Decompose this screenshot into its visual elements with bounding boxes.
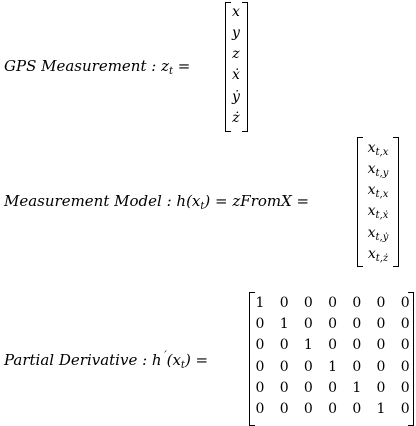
matrix-cell: 0 — [328, 379, 338, 396]
matrix-cell: 0 — [279, 337, 289, 354]
measurement-model-equation: Measurement Model : h(xt) = zFromX = — [4, 193, 309, 215]
matrix-cell: 0 — [376, 316, 386, 333]
gps-measurement-label: GPS Measurement : — [4, 57, 162, 75]
model-vector-entry: xt,x — [367, 182, 389, 200]
derivative-equals: ) = — [184, 351, 209, 369]
gps-vector-entry: z — [232, 46, 240, 62]
matrix-cell: 0 — [279, 295, 289, 311]
model-x-subscript: t — [200, 201, 205, 212]
partial-derivative-label: Partial Derivative : — [4, 351, 152, 369]
matrix-cell: 0 — [328, 316, 338, 333]
model-vector: xt,x xt,y xt,x xt,ẋ xt,ẏ xt,ż — [360, 137, 396, 265]
model-vector-entry: xt,x — [367, 140, 389, 158]
matrix-cell: 1 — [328, 358, 338, 375]
derivative-prime: ´ — [161, 351, 167, 362]
matrix-cell: 0 — [255, 379, 265, 396]
gps-vector-entry: ẋ — [232, 67, 240, 83]
matrix-cell: 0 — [376, 379, 386, 396]
model-vector-entry: xt,ẏ — [367, 225, 389, 243]
matrix-cell: 1 — [376, 401, 386, 417]
gps-equals: = — [173, 57, 191, 75]
matrix-cell: 0 — [255, 358, 265, 375]
matrix-cell: 0 — [352, 358, 362, 375]
model-vector-right-bracket — [393, 137, 399, 267]
matrix-cell: 0 — [255, 401, 265, 417]
matrix-cell: 0 — [400, 358, 410, 375]
gps-vector-entry: x — [232, 4, 240, 20]
matrix-cell: 1 — [279, 316, 289, 333]
gps-vector-left-bracket — [225, 2, 231, 132]
matrix-cell: 0 — [255, 337, 265, 354]
gps-measurement-equation: GPS Measurement : zt = — [4, 58, 190, 80]
gps-vector-entry: ẏ — [232, 89, 240, 105]
matrix-cell: 0 — [303, 295, 313, 311]
matrix-cell: 0 — [400, 295, 410, 311]
gps-vector-entry: y — [232, 25, 240, 41]
matrix-cell: 0 — [255, 316, 265, 333]
matrix-cell: 0 — [279, 379, 289, 396]
matrix-cell: 0 — [352, 295, 362, 311]
model-vector-entry: xt,ẋ — [367, 203, 389, 221]
gps-z-symbol: z — [161, 57, 169, 75]
matrix-cell: 0 — [328, 337, 338, 354]
matrix-cell: 0 — [352, 316, 362, 333]
model-h-function: h(x — [176, 192, 201, 210]
model-vector-entry: xt,y — [367, 161, 389, 179]
matrix-cell: 0 — [279, 358, 289, 375]
gps-vector-right-bracket — [242, 2, 248, 132]
derivative-x-subscript: t — [180, 360, 185, 371]
matrix-cell: 0 — [400, 316, 410, 333]
matrix-cell: 0 — [400, 337, 410, 354]
matrix-cell: 0 — [376, 295, 386, 311]
derivative-h-symbol: h — [151, 351, 162, 369]
matrix-cell: 0 — [376, 358, 386, 375]
matrix-cell: 0 — [303, 316, 313, 333]
matrix-cell: 0 — [400, 401, 410, 417]
matrix-cell: 0 — [279, 401, 289, 417]
matrix-cell: 0 — [352, 337, 362, 354]
matrix-cell: 0 — [303, 358, 313, 375]
matrix-cell: 1 — [255, 295, 265, 311]
jacobian-right-bracket — [408, 292, 414, 426]
matrix-cell: 0 — [303, 379, 313, 396]
matrix-cell: 0 — [376, 337, 386, 354]
model-vector-entry: xt,ż — [367, 246, 389, 264]
matrix-cell: 0 — [303, 401, 313, 417]
gps-z-subscript: t — [169, 66, 174, 77]
matrix-cell: 0 — [400, 379, 410, 396]
model-rhs: ) = zFromX = — [204, 192, 310, 210]
measurement-model-label: Measurement Model : — [4, 192, 177, 210]
gps-vector-entry: ż — [232, 110, 240, 126]
gps-vector: x y z ẋ ẏ ż — [229, 2, 243, 130]
matrix-cell: 0 — [328, 295, 338, 311]
derivative-arg-open: (x — [166, 351, 181, 369]
matrix-cell: 1 — [303, 337, 313, 354]
partial-derivative-equation: Partial Derivative : h´(xt) = — [4, 349, 208, 374]
model-vector-left-bracket — [357, 137, 363, 267]
matrix-cell: 0 — [328, 401, 338, 417]
matrix-cell: 0 — [352, 401, 362, 417]
matrix-cell: 1 — [352, 379, 362, 396]
